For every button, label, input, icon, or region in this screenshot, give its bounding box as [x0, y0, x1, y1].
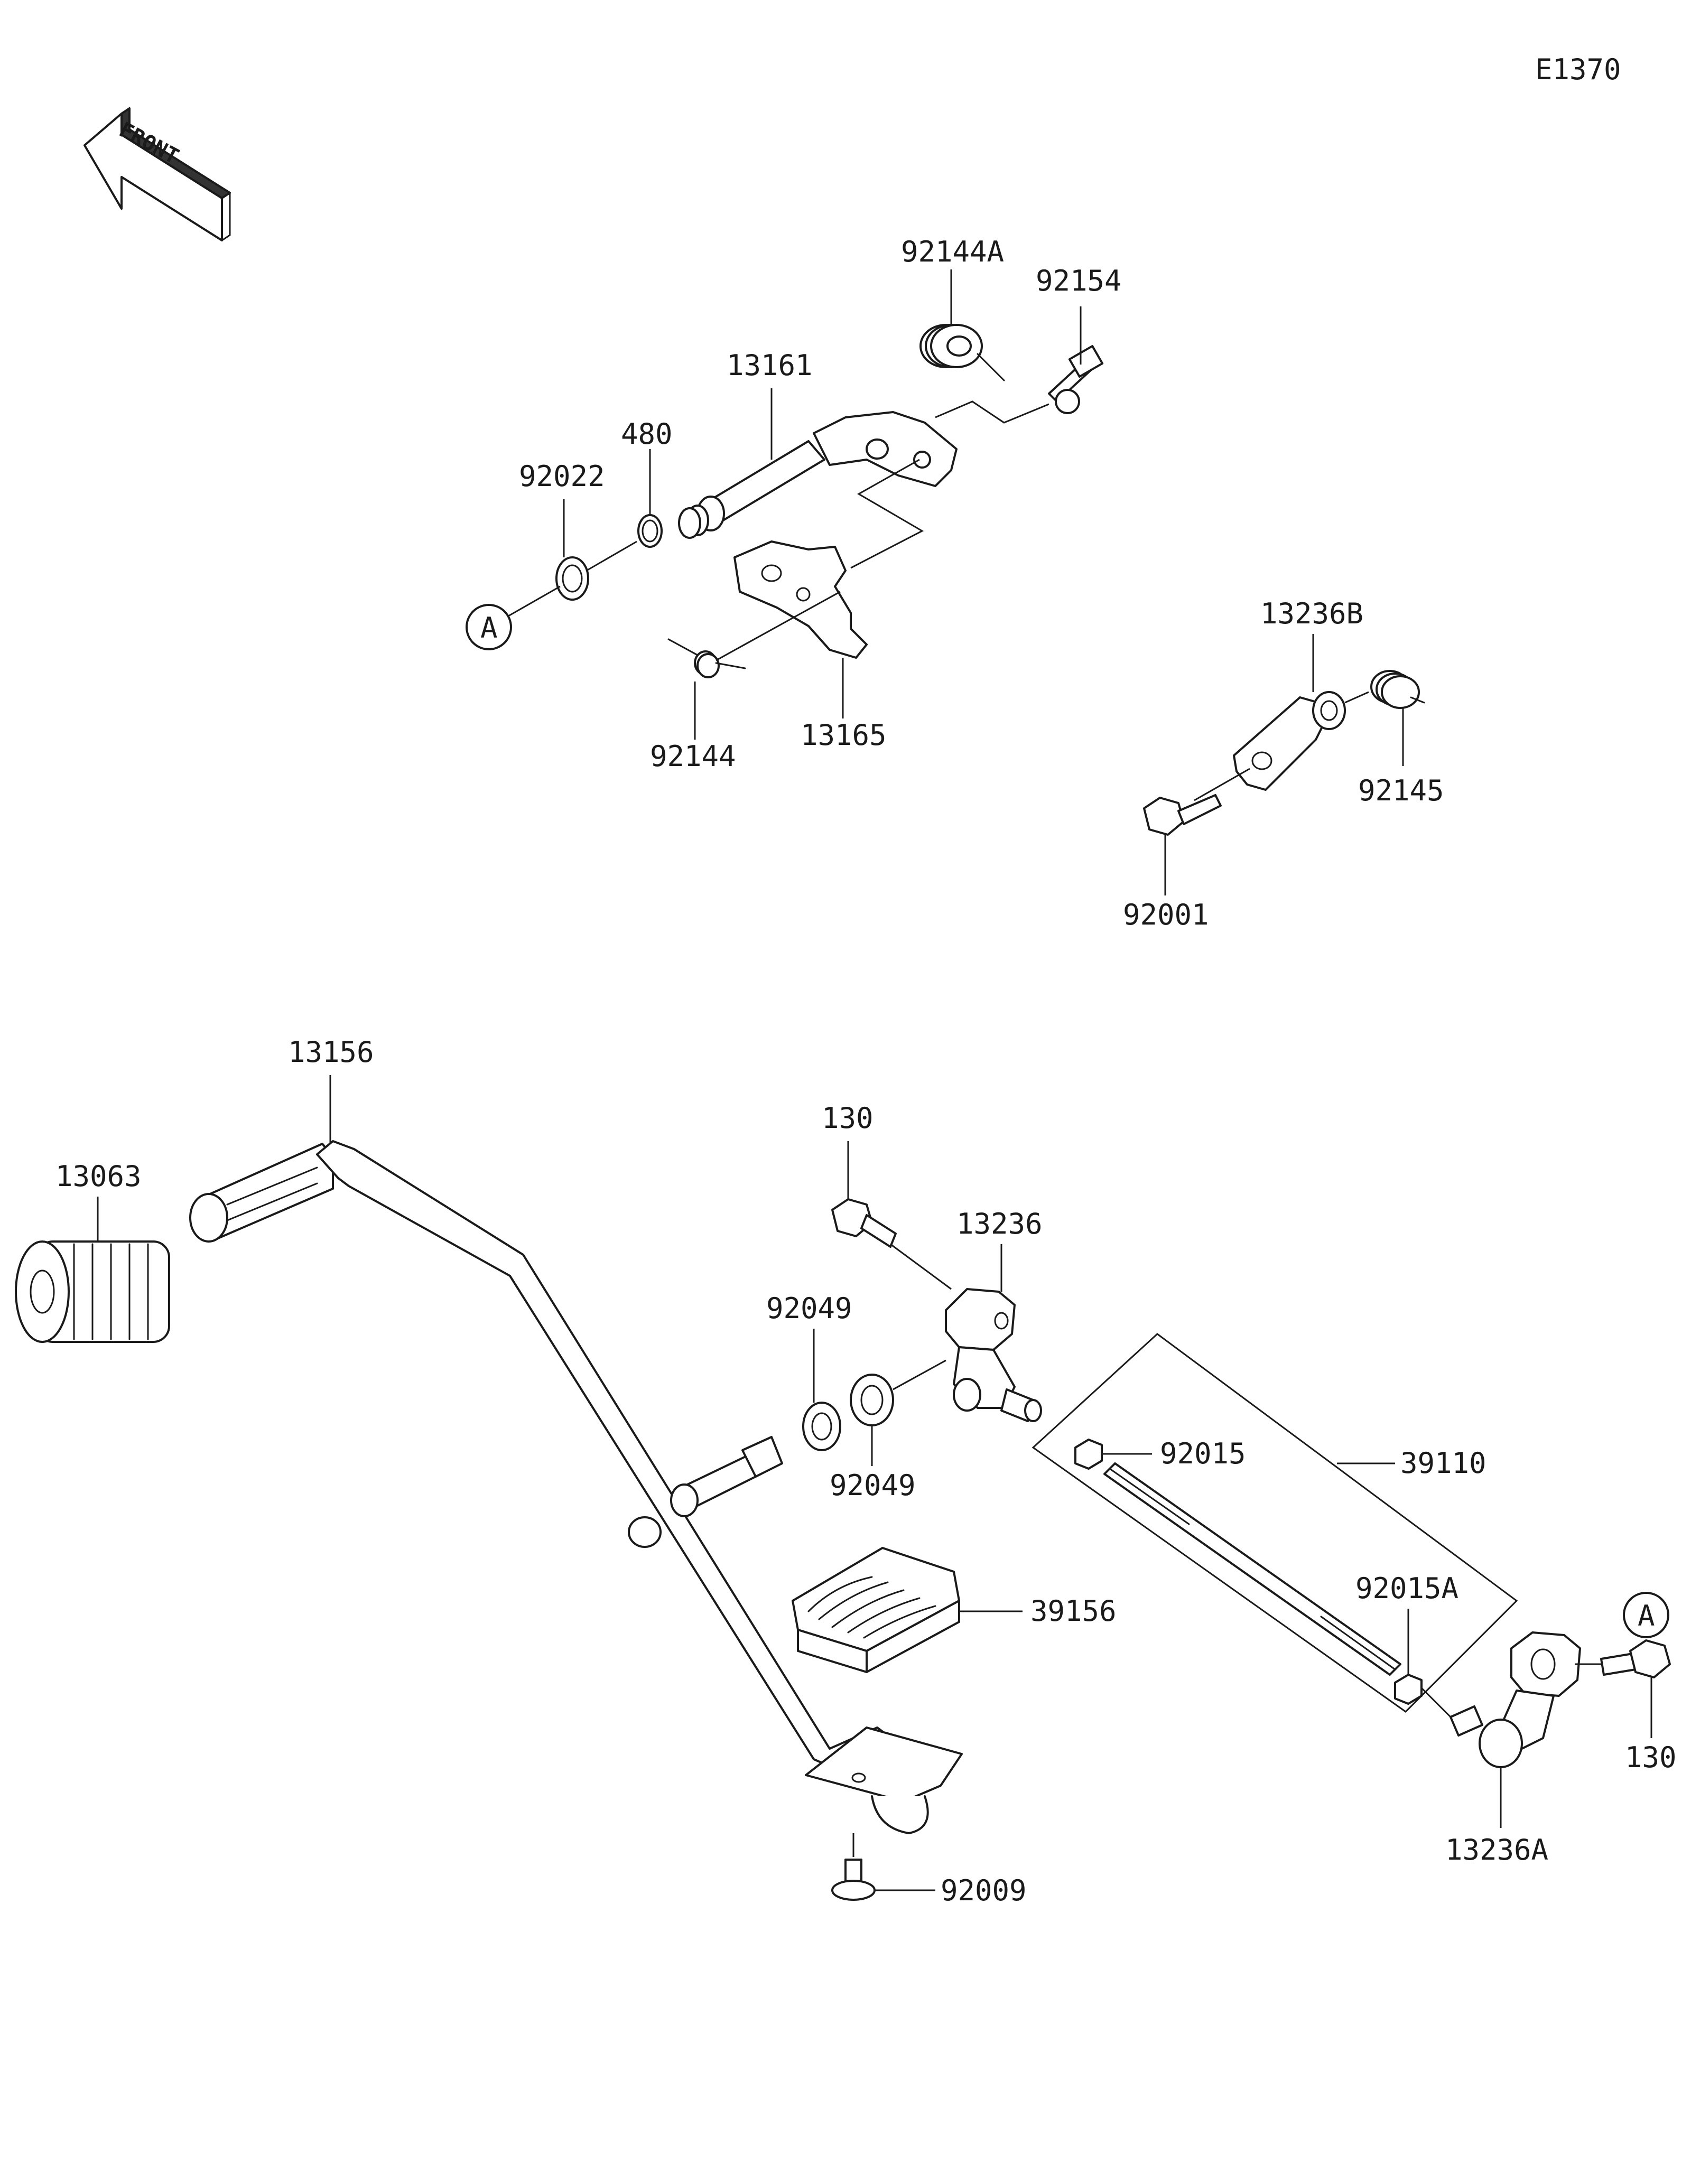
bolt-130-right — [1600, 1639, 1671, 1678]
ref-marker-a-bottom: A — [1623, 1592, 1669, 1638]
pin-92154 — [1048, 345, 1104, 414]
label-92022: 92022 — [519, 460, 605, 493]
arm-13236 — [945, 1288, 1042, 1422]
arm-13236A — [1450, 1631, 1581, 1768]
label-92009: 92009 — [941, 1874, 1027, 1907]
label-92144: 92144 — [650, 740, 736, 773]
washer-92022 — [555, 556, 589, 601]
spring-92145 — [1370, 670, 1425, 709]
shift-pedal-assembly — [15, 1140, 963, 1901]
pedal-arm-13236B-assembly — [1143, 670, 1425, 836]
label-92015: 92015 — [1160, 1437, 1246, 1470]
label-13236A: 13236A — [1445, 1833, 1548, 1866]
lever-13156 — [189, 1140, 963, 1834]
label-13165: 13165 — [801, 718, 887, 752]
label-92154: 92154 — [1036, 264, 1122, 297]
label-130-top: 130 — [822, 1102, 874, 1135]
ref-marker-a-top: A — [466, 604, 512, 650]
label-92145: 92145 — [1358, 774, 1444, 807]
label-92001: 92001 — [1123, 898, 1209, 931]
label-92049-bottom: 92049 — [830, 1469, 916, 1502]
label-13156: 13156 — [288, 1035, 374, 1069]
ref-marker-a-top-label: A — [480, 611, 498, 645]
label-39110: 39110 — [1400, 1446, 1486, 1480]
label-92144A: 92144A — [901, 235, 1004, 268]
spring-92144 — [667, 638, 746, 678]
shift-shaft-assembly — [504, 324, 1104, 678]
diagram-code: E1370 — [1535, 53, 1621, 86]
plate-13165 — [733, 540, 868, 659]
label-130-right: 130 — [1625, 1741, 1677, 1774]
nut-92015 — [1074, 1439, 1103, 1470]
bolt-92009 — [831, 1859, 876, 1901]
tie-rod-39110-assembly — [1032, 1333, 1518, 1713]
label-92049-top: 92049 — [766, 1292, 852, 1325]
label-13236: 13236 — [956, 1207, 1043, 1240]
bolt-92001 — [1143, 794, 1222, 836]
shaft-13161 — [678, 411, 958, 539]
nut-92015A — [1394, 1674, 1423, 1705]
front-arrow-icon: FRONT — [83, 107, 231, 241]
seal-92049-left — [802, 1402, 841, 1451]
label-39156: 39156 — [1030, 1594, 1117, 1628]
label-92015A: 92015A — [1355, 1572, 1458, 1605]
label-13063: 13063 — [55, 1160, 142, 1193]
spring-92144A — [919, 324, 1005, 381]
label-480: 480 — [621, 417, 673, 451]
label-13236B: 13236B — [1260, 597, 1363, 630]
label-13161: 13161 — [727, 349, 813, 382]
rubber-13063 — [15, 1240, 170, 1343]
seal-92049-right — [850, 1374, 894, 1426]
circlip-480 — [637, 514, 663, 548]
ref-marker-a-bottom-label: A — [1638, 1599, 1655, 1632]
rubber-pad-39156 — [792, 1547, 960, 1673]
bolt-130-top — [831, 1198, 897, 1248]
